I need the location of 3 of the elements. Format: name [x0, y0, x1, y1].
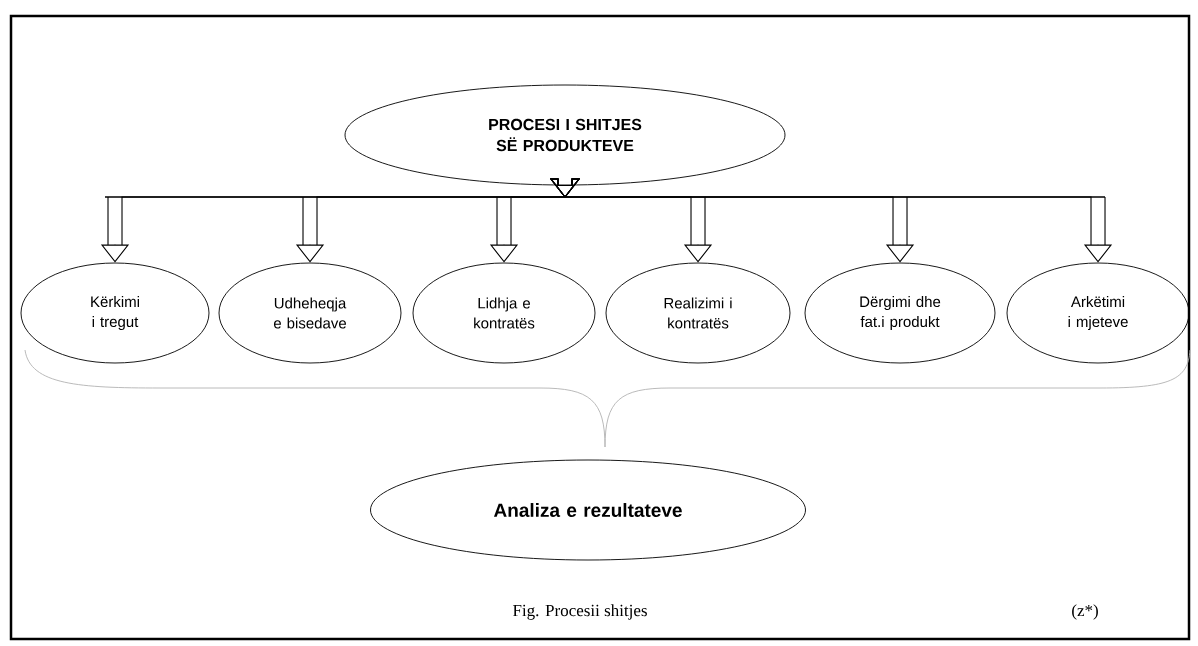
- note: (z*): [1072, 604, 1098, 620]
- arrow: [549, 178, 1113, 263]
- caption: Fig. Procesii shitjes: [512, 604, 647, 620]
